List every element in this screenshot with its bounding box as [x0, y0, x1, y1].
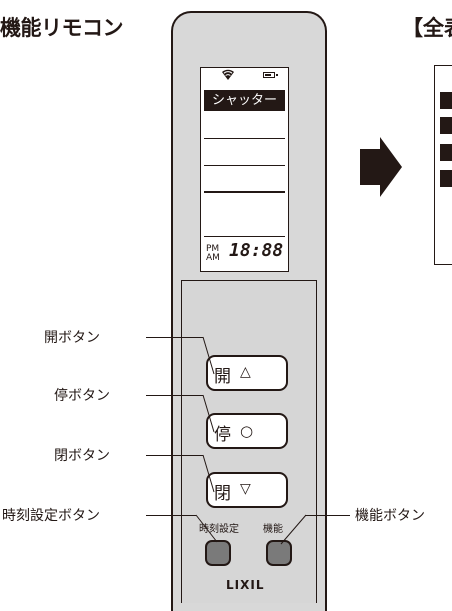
callout-stop: 停ボタン — [54, 388, 110, 404]
panel-segment — [440, 144, 452, 161]
am-label: AM — [206, 253, 220, 263]
callout-time-setting: 時刻設定ボタン — [2, 508, 100, 524]
section-title-partial: 【全表 — [402, 16, 452, 40]
panel-segment — [440, 117, 452, 134]
menu-divider — [204, 138, 285, 139]
page-title: 機能リモコン — [0, 16, 124, 40]
callout-line — [202, 394, 215, 433]
stop-button-char: 停 — [214, 425, 231, 445]
callout-open: 開ボタン — [44, 330, 100, 346]
callout-line — [202, 454, 215, 493]
callout-line — [305, 515, 350, 516]
menu-divider — [204, 165, 285, 166]
callout-function: 機能ボタン — [355, 508, 425, 524]
callout-line — [146, 515, 196, 516]
stop-circle-icon: ○ — [240, 422, 254, 440]
close-button[interactable] — [206, 472, 288, 508]
callout-close: 閉ボタン — [54, 448, 110, 464]
callout-line — [146, 395, 203, 396]
callout-line — [146, 337, 203, 338]
ampm-indicator: PM AM — [206, 245, 220, 263]
stop-button[interactable] — [206, 413, 288, 449]
callout-line — [195, 514, 218, 543]
close-button-char: 閉 — [214, 484, 231, 504]
callout-line — [146, 455, 203, 456]
wifi-signal-icon — [222, 69, 234, 80]
callout-line — [202, 336, 215, 375]
pm-label: PM — [206, 244, 220, 254]
menu-selected-item: シャッター — [204, 90, 285, 111]
clock-display: 18:88 — [229, 240, 284, 261]
menu-divider — [204, 236, 285, 237]
panel-segment — [440, 92, 452, 109]
open-triangle-icon: △ — [240, 364, 251, 380]
brand-logo: LIXIL — [226, 578, 265, 592]
close-triangle-icon: ▽ — [240, 481, 251, 497]
time-setting-button[interactable] — [205, 540, 231, 566]
callout-line — [280, 514, 307, 545]
function-button[interactable] — [266, 540, 292, 566]
time-setting-label: 時刻設定 — [199, 524, 239, 535]
open-button-char: 開 — [214, 367, 231, 387]
battery-icon — [263, 72, 278, 78]
function-label: 機能 — [263, 524, 283, 535]
menu-divider — [204, 191, 285, 193]
right-arrow-icon — [360, 137, 402, 197]
panel-segment — [440, 170, 452, 187]
full-display-panel — [434, 65, 452, 265]
open-button[interactable] — [206, 355, 288, 391]
